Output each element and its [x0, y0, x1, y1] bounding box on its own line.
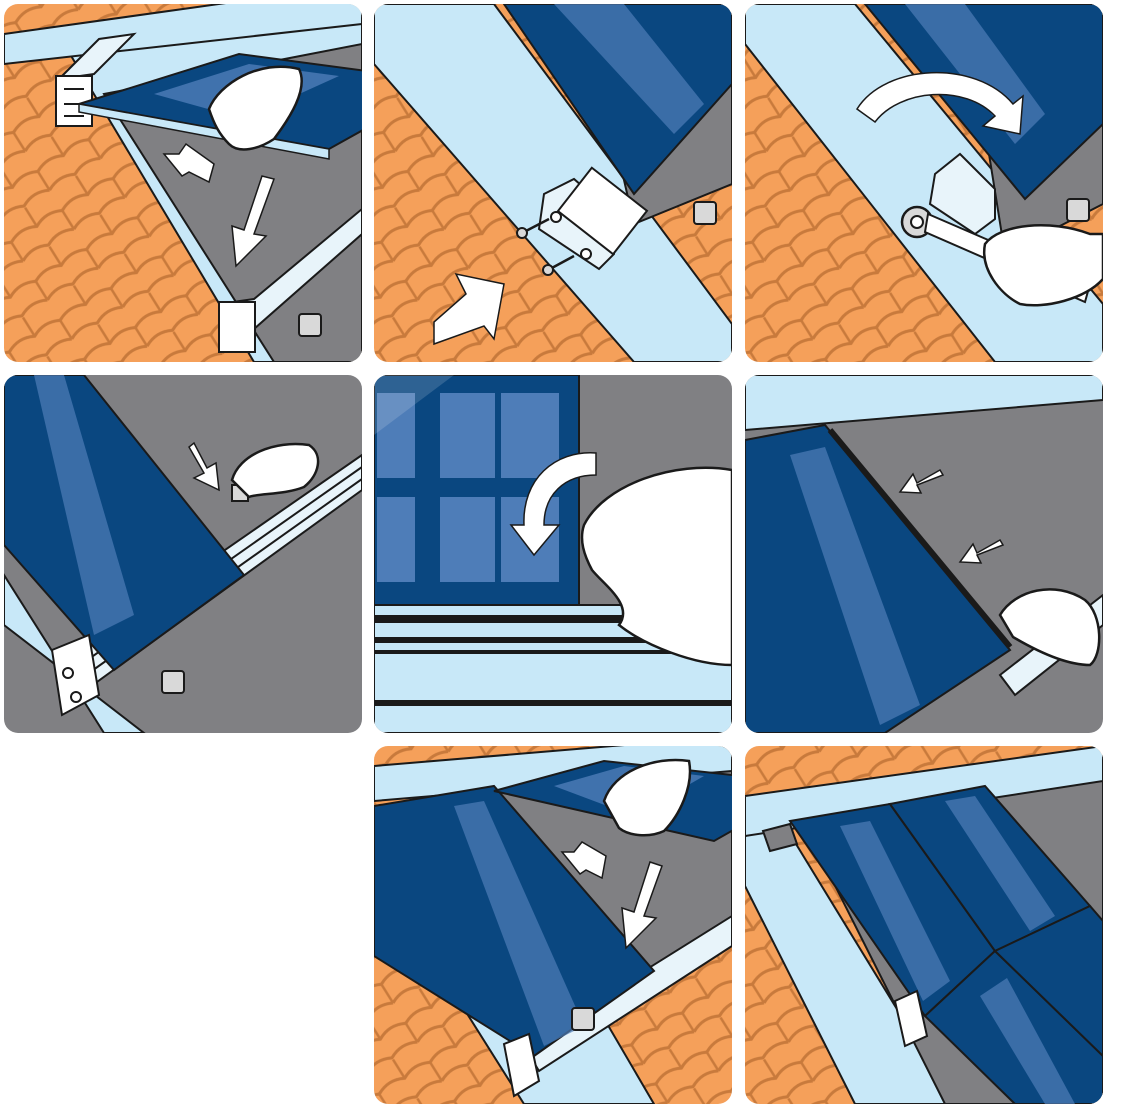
step-6-illustration: [745, 375, 1103, 733]
step-7-panel: [374, 746, 732, 1104]
step-8-illustration: [745, 746, 1103, 1104]
step-5-illustration: [374, 375, 732, 733]
bolt-icon: [694, 202, 716, 224]
step-2-illustration: [374, 4, 732, 362]
bolt-icon: [299, 314, 321, 336]
step-3-illustration: [745, 4, 1103, 362]
step-7-illustration: [374, 746, 732, 1104]
bolt-icon: [572, 1008, 594, 1030]
step-4-panel: [4, 375, 362, 733]
bolt-icon: [162, 671, 184, 693]
step-1-panel: [4, 4, 362, 362]
step-3-panel: [745, 4, 1103, 362]
step-2-panel: [374, 4, 732, 362]
step-6-panel: [745, 375, 1103, 733]
step-4-illustration: [4, 375, 362, 733]
step-5-panel: [374, 375, 732, 733]
step-8-panel: [745, 746, 1103, 1104]
step-1-illustration: [4, 4, 362, 362]
bolt-icon: [1067, 199, 1089, 221]
